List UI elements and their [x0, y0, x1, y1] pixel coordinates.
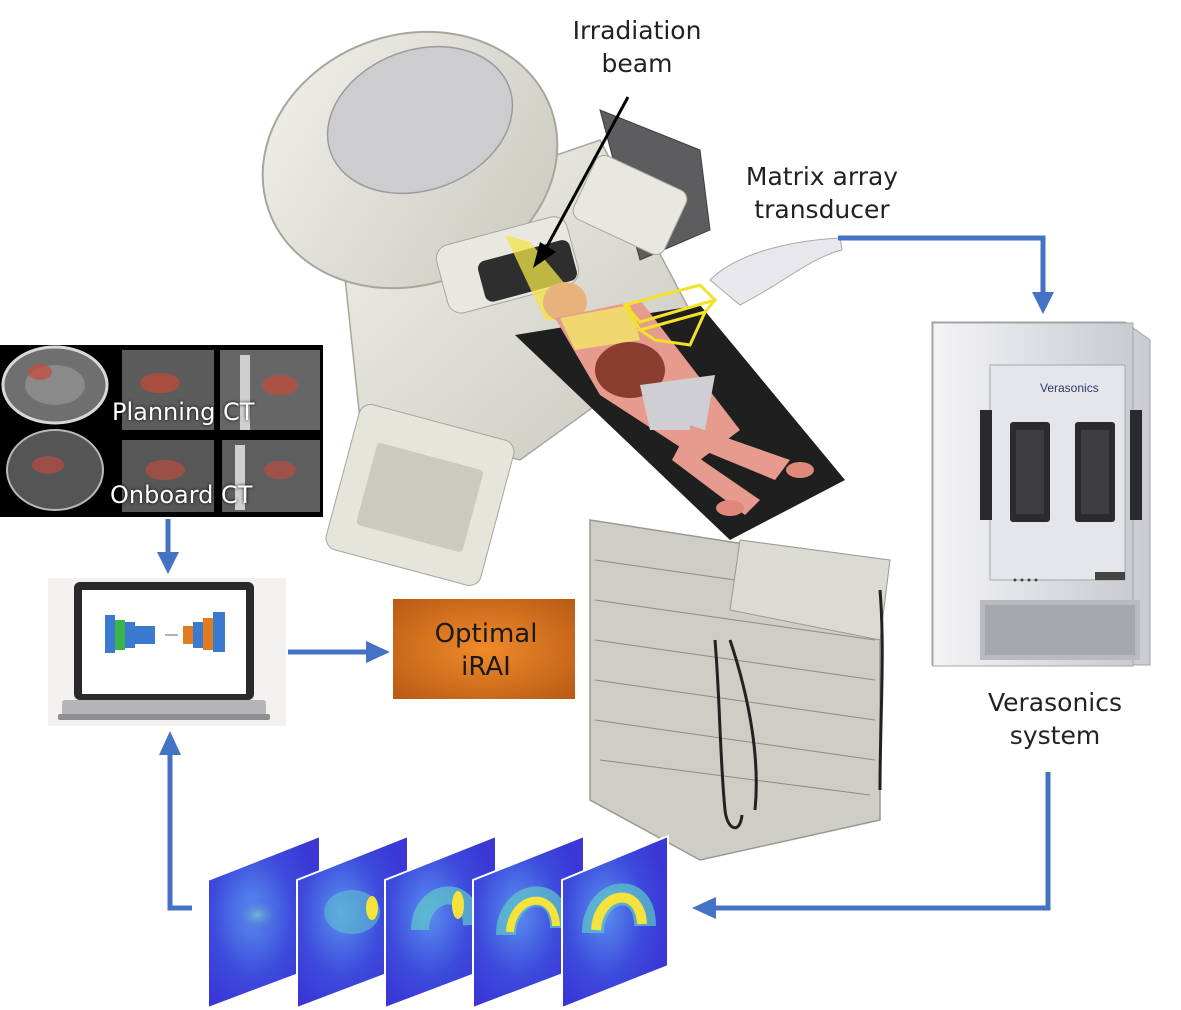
- heatmap-frame: [472, 834, 585, 1010]
- irradiation-beam-line1: Irradiation: [572, 16, 702, 45]
- transducer-line2: transducer: [754, 195, 890, 224]
- heatmap-frame: [207, 834, 321, 1010]
- transducer-label: Matrix array transducer: [732, 160, 912, 226]
- heatmap-stack: [207, 834, 669, 1010]
- verasonics-line1: Verasonics: [987, 688, 1123, 717]
- optimal-irai-label: Optimal iRAI: [396, 618, 576, 684]
- beam-pointer-arrow: [533, 96, 630, 268]
- onboard-ct-label: Onboard CT: [110, 481, 253, 509]
- optimal-line1: Optimal: [434, 619, 538, 649]
- verasonics-brand-text: Verasonics: [1040, 381, 1099, 395]
- laptop-icon: [48, 578, 286, 726]
- planning-ct-label: Planning CT: [112, 398, 255, 426]
- irradiation-beam-label: Irradiation beam: [552, 14, 722, 80]
- arrow-transducer-to-verasonics: [838, 235, 1046, 298]
- optimal-line2: iRAI: [461, 652, 511, 682]
- arrow-heatmaps-to-laptop: [167, 752, 192, 911]
- linac-machine: [261, 30, 891, 861]
- flow-arrows: [165, 235, 1051, 911]
- verasonics-cabinet: [931, 321, 1151, 667]
- transducer-line1: Matrix array: [745, 162, 899, 191]
- verasonics-system-label: Verasonics system: [975, 686, 1135, 752]
- verasonics-line2: system: [1009, 721, 1101, 750]
- ct-image-grid: [0, 345, 323, 517]
- optimal-irai-box: [393, 599, 575, 699]
- arrow-verasonics-to-heatmaps: [712, 772, 1051, 911]
- patient-phantom: [543, 282, 814, 516]
- arrow-heads: [157, 292, 1054, 919]
- irradiation-beam-line2: beam: [601, 49, 673, 78]
- heatmap-frame: [561, 834, 669, 1010]
- heatmap-frame: [384, 834, 497, 1010]
